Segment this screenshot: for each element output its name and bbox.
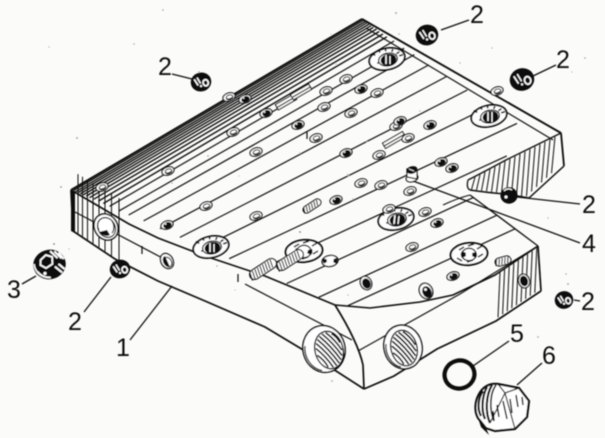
svg-text:2: 2 (68, 308, 82, 336)
svg-text:6: 6 (542, 342, 556, 370)
svg-text:2: 2 (556, 46, 570, 74)
svg-text:4: 4 (582, 230, 596, 258)
svg-text:5: 5 (510, 320, 524, 348)
svg-text:3: 3 (7, 276, 21, 304)
svg-text:2: 2 (582, 191, 596, 219)
svg-text:2: 2 (581, 288, 595, 316)
svg-text:1: 1 (116, 334, 130, 362)
svg-text:2: 2 (470, 1, 484, 29)
svg-text:2: 2 (158, 53, 172, 81)
